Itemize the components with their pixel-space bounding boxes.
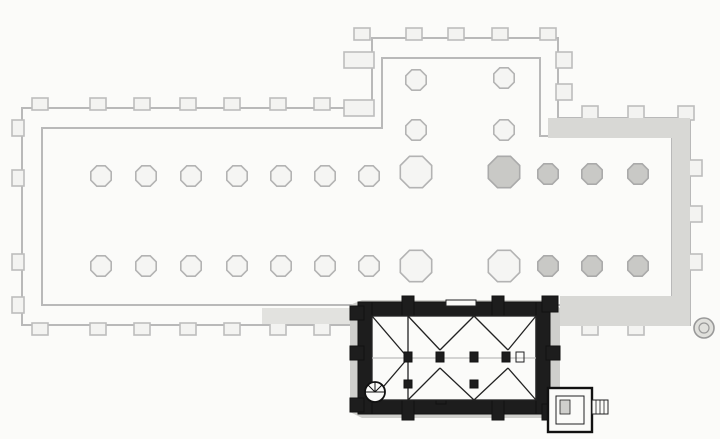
column bbox=[357, 165, 381, 187]
column bbox=[269, 165, 293, 187]
buttress bbox=[269, 97, 287, 111]
column bbox=[536, 255, 560, 278]
buttress bbox=[31, 97, 49, 111]
column bbox=[404, 69, 428, 91]
column bbox=[226, 255, 248, 278]
buttress bbox=[627, 105, 645, 121]
column bbox=[357, 255, 381, 278]
column bbox=[90, 255, 112, 278]
buttress bbox=[491, 27, 509, 41]
column bbox=[626, 163, 650, 185]
buttress bbox=[179, 97, 197, 111]
column bbox=[492, 119, 516, 141]
buttress bbox=[343, 99, 375, 117]
column bbox=[269, 255, 293, 278]
buttress bbox=[11, 169, 25, 187]
column bbox=[90, 165, 112, 187]
buttress bbox=[269, 322, 287, 336]
nave-columns bbox=[90, 67, 650, 283]
column bbox=[399, 155, 433, 189]
column bbox=[135, 255, 157, 278]
buttress bbox=[687, 159, 703, 177]
buttress bbox=[11, 296, 25, 314]
column bbox=[180, 165, 202, 187]
column bbox=[313, 255, 337, 278]
column bbox=[404, 119, 428, 141]
buttress bbox=[313, 97, 331, 111]
column bbox=[536, 163, 560, 185]
column bbox=[492, 67, 516, 89]
column bbox=[313, 165, 337, 187]
column bbox=[399, 249, 433, 283]
column bbox=[580, 255, 604, 278]
buttress bbox=[687, 205, 703, 223]
unbuilt-basilica-outline bbox=[11, 27, 715, 339]
column bbox=[626, 255, 650, 278]
column bbox=[135, 165, 157, 187]
buttress bbox=[555, 51, 573, 69]
buttress bbox=[89, 97, 107, 111]
buttress bbox=[11, 119, 25, 137]
buttress bbox=[687, 253, 703, 271]
buttress bbox=[223, 97, 241, 111]
buttress bbox=[223, 322, 241, 336]
buttress bbox=[133, 322, 151, 336]
column bbox=[580, 163, 604, 185]
column bbox=[487, 155, 521, 189]
buttress bbox=[89, 322, 107, 336]
buttress bbox=[353, 27, 371, 41]
buttress bbox=[405, 27, 423, 41]
buttress bbox=[11, 253, 25, 271]
buttress bbox=[447, 27, 465, 41]
buttress bbox=[677, 105, 695, 121]
column bbox=[226, 165, 248, 187]
buttress bbox=[133, 97, 151, 111]
buttress bbox=[539, 27, 557, 41]
buttress bbox=[313, 322, 331, 336]
column bbox=[487, 249, 521, 283]
buttress bbox=[581, 105, 599, 121]
buttress bbox=[31, 322, 49, 336]
small-annex-with-stair bbox=[546, 386, 609, 434]
buttress bbox=[555, 83, 573, 101]
column bbox=[180, 255, 202, 278]
buttress bbox=[179, 322, 197, 336]
built-chapel-black bbox=[349, 295, 561, 421]
buttress bbox=[343, 51, 375, 69]
